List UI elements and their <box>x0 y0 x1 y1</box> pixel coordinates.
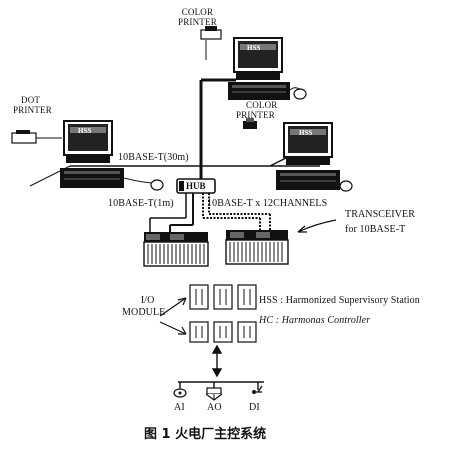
workstation-left-icon <box>60 120 124 188</box>
di-label: DI <box>249 402 260 413</box>
network-cables <box>29 78 320 233</box>
io-module-upper-detail <box>195 289 251 305</box>
network-30m-label: 10BASE-T(30m) <box>118 152 189 163</box>
color-printer-right-line1: COLOR <box>246 100 278 110</box>
ao-valve-icon <box>205 387 223 401</box>
color-printer-right-line2: PRINTER <box>236 110 275 120</box>
dot-printer-label: DOT PRINTER <box>13 96 52 115</box>
transceiver-label: TRANSCEIVER for 10BASE-T <box>345 210 415 235</box>
color-printer-right-label: COLOR PRINTER <box>236 101 278 120</box>
io-module-lower-detail <box>195 326 251 338</box>
mouse-top-icon <box>289 87 307 100</box>
hss-monitor-top-text: HSS <box>247 44 261 52</box>
workstation-right-icon <box>276 122 340 190</box>
ai-sensor-icon <box>173 388 187 398</box>
io-module-pointers <box>159 297 187 335</box>
color-printer-right-icon <box>243 118 257 129</box>
color-printer-top-line2: PRINTER <box>178 17 217 27</box>
ai-label: AI <box>174 402 185 413</box>
dot-printer-icon <box>11 130 62 144</box>
hss-legend: HSS : Harmonized Supervisory Station <box>259 295 420 306</box>
color-printer-top-label: COLOR PRINTER <box>178 8 217 27</box>
hc-legend: HC : Harmonas Controller <box>259 315 371 326</box>
ao-label: AO <box>207 402 222 413</box>
io-module-upper-row <box>189 284 257 310</box>
io-module-line1: I/O <box>140 295 155 306</box>
workstation-top-icon <box>228 37 290 100</box>
field-double-arrow <box>211 344 223 378</box>
transceiver-line2: for 10BASE-T <box>345 224 406 235</box>
network-1m-label: 10BASE-T(1m) <box>108 198 174 209</box>
color-printer-top-line1: COLOR <box>181 7 214 17</box>
hub-label: HUB <box>186 181 206 191</box>
io-module-line2: MODULE <box>122 307 166 318</box>
field-bus-line <box>178 381 264 390</box>
hss-monitor-right-text: HSS <box>299 129 313 137</box>
io-module-lower-row <box>189 321 257 343</box>
mouse-left-icon <box>123 177 164 191</box>
io-module-label: I/O MODULE <box>122 296 165 318</box>
hss-monitor-left-text: HSS <box>78 127 92 135</box>
mouse-right-icon <box>335 180 353 192</box>
transceiver-line1: TRANSCEIVER <box>345 209 415 220</box>
controller-cabinet-left <box>143 232 209 267</box>
color-printer-top-icon <box>200 26 222 60</box>
network-channels-label: 10BASE-T x 12CHANNELS <box>207 198 328 209</box>
hub-icon <box>176 178 216 194</box>
di-switch-icon <box>252 385 263 394</box>
transceiver-arrow <box>297 219 337 233</box>
controller-cabinet-right <box>225 230 289 265</box>
dot-printer-line2: PRINTER <box>13 105 52 115</box>
figure-caption: 图 1 火电厂主控系统 <box>144 427 267 442</box>
dot-printer-line1: DOT <box>21 95 41 105</box>
